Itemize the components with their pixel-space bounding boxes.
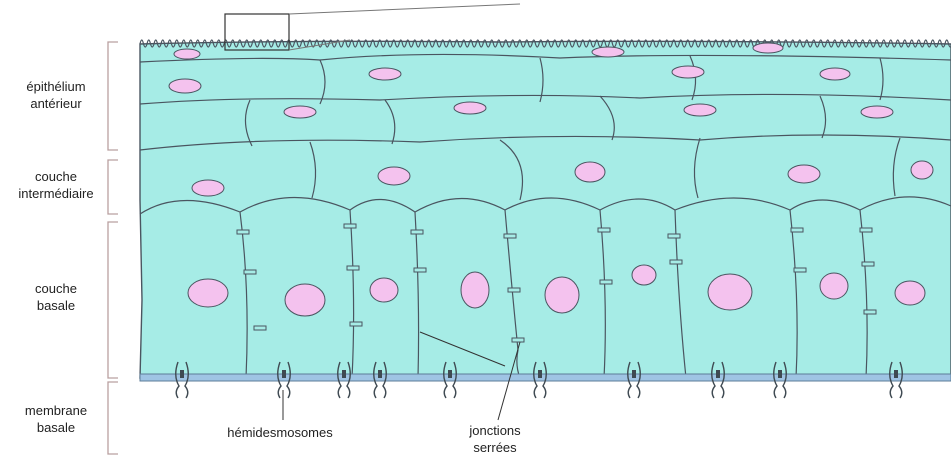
junction-plaque xyxy=(864,310,876,314)
label-hemidesmosomes: hémidesmosomes xyxy=(205,424,355,441)
junction-plaque xyxy=(862,262,874,266)
nucleus xyxy=(378,167,410,185)
bracket-membrane xyxy=(108,382,118,454)
nucleus xyxy=(684,104,716,116)
bracket-epithelium xyxy=(108,42,118,150)
hemidesmosome-plaque xyxy=(778,370,782,378)
layer-brackets xyxy=(108,42,118,454)
nucleus xyxy=(454,102,486,114)
nucleus xyxy=(370,278,398,302)
junction-plaque xyxy=(237,230,249,234)
label-basal: couche basale xyxy=(8,280,104,314)
label-membrane-line2: basale xyxy=(8,419,104,436)
nucleus xyxy=(592,47,624,57)
junction-plaque xyxy=(512,338,524,342)
nucleus xyxy=(820,273,848,299)
nucleus xyxy=(895,281,925,305)
hemidesmosome-plaque xyxy=(342,370,346,378)
nucleus xyxy=(911,161,933,179)
magnifier-line-1 xyxy=(289,4,520,14)
junction-plaque xyxy=(344,224,356,228)
nucleus xyxy=(461,272,489,308)
nucleus xyxy=(672,66,704,78)
nucleus xyxy=(192,180,224,196)
label-tight-junctions-line1: jonctions xyxy=(440,422,550,439)
label-basal-line1: couche xyxy=(8,280,104,297)
nucleus xyxy=(545,277,579,313)
junction-plaque xyxy=(860,228,872,232)
nucleus xyxy=(575,162,605,182)
label-tight-junctions: jonctions serrées xyxy=(440,422,550,456)
hemidesmosome-plaque xyxy=(180,370,184,378)
junction-plaque xyxy=(347,266,359,270)
hemidesmosome-plaque xyxy=(448,370,452,378)
label-membrane: membrane basale xyxy=(8,402,104,436)
label-intermediate-line2: intermédiaire xyxy=(4,185,108,202)
nucleus xyxy=(788,165,820,183)
nucleus xyxy=(632,265,656,285)
nucleus xyxy=(861,106,893,118)
nucleus xyxy=(174,49,200,59)
label-basal-line2: basale xyxy=(8,297,104,314)
hemidesmosome-plaque xyxy=(632,370,636,378)
junction-plaque xyxy=(668,234,680,238)
nucleus xyxy=(820,68,850,80)
hemidesmosome-plaque xyxy=(894,370,898,378)
label-epithelium-line1: épithélium xyxy=(8,78,104,95)
junction-plaque xyxy=(504,234,516,238)
label-epithelium: épithélium antérieur xyxy=(8,78,104,112)
junction-plaque xyxy=(791,228,803,232)
label-epithelium-line2: antérieur xyxy=(8,95,104,112)
hemidesmosome-plaque xyxy=(282,370,286,378)
label-tight-junctions-line2: serrées xyxy=(440,439,550,456)
nucleus xyxy=(188,279,228,307)
nucleus xyxy=(169,79,201,93)
nucleus xyxy=(285,284,325,316)
hemidesmosome-plaque xyxy=(716,370,720,378)
junction-plaque xyxy=(244,270,256,274)
junction-plaque xyxy=(254,326,266,330)
junction-plaque xyxy=(598,228,610,232)
label-intermediate-line1: couche xyxy=(4,168,108,185)
junction-plaque xyxy=(508,288,520,292)
nucleus xyxy=(284,106,316,118)
junction-plaque xyxy=(414,268,426,272)
junction-plaque xyxy=(350,322,362,326)
hemidesmosome-plaque xyxy=(538,370,542,378)
nucleus xyxy=(708,274,752,310)
junction-plaque xyxy=(411,230,423,234)
junction-plaque xyxy=(670,260,682,264)
nucleus xyxy=(753,43,783,53)
label-intermediate: couche intermédiaire xyxy=(4,168,108,202)
hemidesmosome-plaque xyxy=(378,370,382,378)
bracket-basal xyxy=(108,222,118,378)
junction-plaque xyxy=(794,268,806,272)
junction-plaque xyxy=(600,280,612,284)
label-membrane-line1: membrane xyxy=(8,402,104,419)
bracket-intermediate xyxy=(108,160,118,214)
nucleus xyxy=(369,68,401,80)
